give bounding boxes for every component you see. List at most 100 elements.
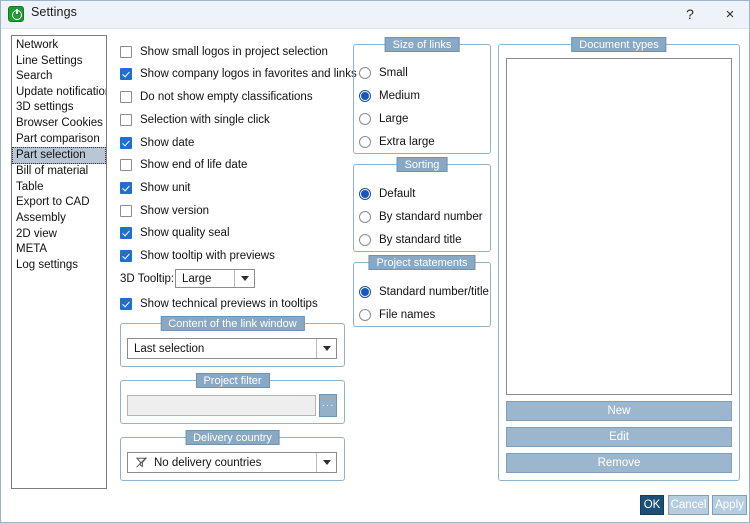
checkbox-box: [120, 205, 132, 217]
settings-category-list[interactable]: Network Line Settings Search Update noti…: [11, 35, 107, 489]
checkbox-box: [120, 182, 132, 194]
checkbox-box: [120, 46, 132, 58]
document-types-legend: Document types: [571, 37, 667, 52]
link-window-value: Last selection: [134, 342, 205, 355]
checkbox-technical-previews-in-tooltips[interactable]: Show technical previews in tooltips: [120, 296, 318, 312]
radio-size-extra-large[interactable]: Extra large: [359, 134, 435, 150]
checkbox-box: [120, 91, 132, 103]
delivery-country-value: No delivery countries: [154, 456, 262, 469]
ok-button[interactable]: OK: [640, 495, 664, 515]
checkbox-label: Do not show empty classifications: [140, 91, 313, 103]
link-window-select[interactable]: Last selection: [127, 338, 337, 359]
delivery-country-group: Delivery country: [120, 430, 345, 481]
sidebar-item-bill-of-material[interactable]: Bill of material: [16, 165, 89, 178]
checkbox-label: Show tooltip with previews: [140, 250, 275, 262]
radio-sort-by-standard-number[interactable]: By standard number: [359, 209, 483, 225]
checkbox-show-unit[interactable]: Show unit: [120, 180, 191, 196]
radio-size-large[interactable]: Large: [359, 111, 408, 127]
sidebar-item-browser-cookies[interactable]: Browser Cookies: [16, 116, 103, 129]
checkbox-show-small-logos[interactable]: Show small logos in project selection: [120, 44, 328, 60]
sidebar-item-network[interactable]: Network: [16, 39, 59, 51]
radio-box: [359, 211, 371, 223]
radio-standard-number-title[interactable]: Standard number/title: [359, 284, 489, 300]
sidebar-item-2d-view[interactable]: 2D view: [16, 227, 57, 240]
sidebar-item-export-to-cad[interactable]: Export to CAD: [16, 196, 90, 209]
help-icon[interactable]: ?: [686, 6, 694, 22]
checkbox-show-date[interactable]: Show date: [120, 135, 194, 151]
checkbox-show-company-logos[interactable]: Show company logos in favorites and link…: [120, 66, 357, 82]
checkbox-label: Show company logos in favorites and link…: [140, 68, 357, 80]
sidebar-item-line-settings[interactable]: Line Settings: [16, 54, 83, 67]
radio-sort-default[interactable]: Default: [359, 186, 415, 202]
checkbox-label: Show end of life date: [140, 159, 248, 171]
checkbox-show-quality-seal[interactable]: Show quality seal: [120, 225, 230, 241]
radio-label: Extra large: [379, 136, 435, 148]
radio-box: [359, 309, 371, 321]
chevron-down-icon: [316, 453, 336, 472]
filter-off-icon: [135, 456, 148, 469]
checkbox-box: [120, 114, 132, 126]
checkbox-label: Show version: [140, 205, 210, 217]
document-types-list[interactable]: [506, 58, 732, 395]
size-of-links-legend: Size of links: [384, 37, 460, 52]
radio-box: [359, 113, 371, 125]
chevron-down-icon: [316, 339, 336, 358]
checkbox-single-click-selection[interactable]: Selection with single click: [120, 112, 270, 128]
radio-file-names[interactable]: File names: [359, 307, 435, 323]
checkbox-show-end-of-life-date[interactable]: Show end of life date: [120, 157, 247, 173]
checkbox-hide-empty-classifications[interactable]: Do not show empty classifications: [120, 89, 313, 105]
tooltip-3d-value: Large: [182, 272, 212, 285]
size-of-links-group: Size of links: [353, 37, 491, 154]
radio-box: [359, 286, 371, 298]
checkbox-box: [120, 227, 132, 239]
project-filter-group: Project filter: [120, 373, 345, 424]
edit-document-type-button[interactable]: Edit: [506, 427, 732, 447]
sidebar-item-table[interactable]: Table: [16, 180, 44, 193]
sidebar-item-assembly[interactable]: Assembly: [16, 211, 66, 224]
settings-app-icon: [8, 6, 24, 22]
radio-label: File names: [379, 309, 436, 321]
radio-size-medium[interactable]: Medium: [359, 88, 420, 104]
checkbox-label: Show unit: [140, 182, 191, 194]
radio-label: Medium: [379, 90, 420, 102]
checkbox-box: [120, 250, 132, 262]
checkbox-label: Selection with single click: [140, 114, 270, 126]
radio-size-small[interactable]: Small: [359, 65, 408, 81]
sidebar-item-log-settings[interactable]: Log settings: [16, 258, 79, 271]
document-types-group: Document types: [498, 37, 740, 481]
apply-button[interactable]: Apply: [712, 495, 747, 515]
link-window-legend: Content of the link window: [160, 316, 305, 331]
checkbox-label: Show quality seal: [140, 227, 230, 239]
project-filter-input[interactable]: [127, 395, 316, 416]
radio-label: Large: [379, 113, 409, 125]
project-filter-browse-button[interactable]: ···: [319, 394, 337, 417]
sidebar-item-update-notification[interactable]: Update notification: [16, 85, 107, 98]
radio-box: [359, 90, 371, 102]
remove-document-type-button[interactable]: Remove: [506, 453, 732, 473]
radio-sort-by-standard-title[interactable]: By standard title: [359, 232, 461, 248]
checkbox-label: Show small logos in project selection: [140, 46, 328, 58]
title-bar: Settings ? ×: [1, 1, 749, 29]
project-statements-group: Project statements: [353, 255, 491, 327]
sidebar-item-search[interactable]: Search: [16, 70, 53, 83]
delivery-country-select[interactable]: No delivery countries: [127, 452, 337, 473]
checkbox-box: [120, 68, 132, 80]
link-window-group: Content of the link window: [120, 316, 345, 367]
checkbox-label: Show technical previews in tooltips: [140, 298, 318, 310]
radio-label: Standard number/title: [379, 286, 489, 298]
sorting-legend: Sorting: [396, 157, 448, 172]
radio-label: Default: [379, 188, 416, 200]
checkbox-show-version[interactable]: Show version: [120, 203, 209, 219]
sidebar-item-3d-settings[interactable]: 3D settings: [16, 101, 74, 114]
checkbox-show-tooltip-with-previews[interactable]: Show tooltip with previews: [120, 248, 275, 264]
new-document-type-button[interactable]: New: [506, 401, 732, 421]
sidebar-item-meta[interactable]: META: [16, 243, 48, 256]
radio-label: By standard number: [379, 211, 483, 223]
chevron-down-icon: [234, 270, 254, 287]
cancel-button[interactable]: Cancel: [668, 495, 709, 515]
sidebar-item-part-selection[interactable]: Part selection: [12, 147, 106, 165]
close-icon[interactable]: ×: [725, 6, 735, 23]
sidebar-item-part-comparison[interactable]: Part comparison: [16, 132, 100, 145]
tooltip-3d-select[interactable]: Large: [175, 269, 255, 288]
project-statements-legend: Project statements: [368, 255, 476, 270]
